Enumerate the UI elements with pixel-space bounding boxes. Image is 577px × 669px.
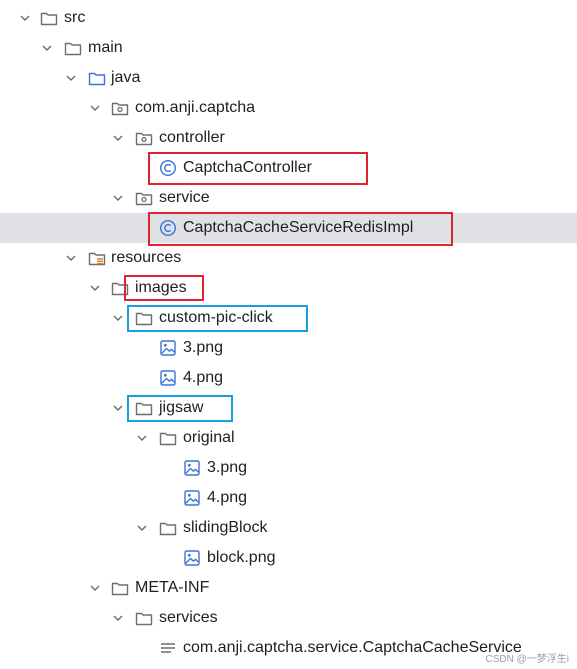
chevron-down-icon[interactable] — [111, 401, 125, 415]
chevron-down-icon[interactable] — [111, 131, 125, 145]
tree-item-label: 4.png — [207, 489, 248, 506]
image-file-icon — [160, 370, 176, 386]
chevron-down-icon[interactable] — [111, 311, 125, 325]
tree-row-src[interactable]: src — [0, 3, 577, 33]
highlight-box-captcha-controller — [148, 152, 368, 185]
tree-item-label: resources — [111, 249, 182, 266]
folder-icon — [135, 612, 153, 626]
tree-item-label: slidingBlock — [183, 519, 268, 536]
tree-item-label: src — [64, 9, 86, 26]
tree-row-java[interactable]: java — [0, 63, 577, 93]
tree-row-3-png[interactable]: 3.png — [0, 333, 577, 363]
tree-item-label: services — [159, 609, 218, 626]
folder-icon — [111, 282, 129, 296]
folder-icon — [40, 12, 58, 26]
folder-icon — [64, 42, 82, 56]
highlight-box-jigsaw — [127, 395, 233, 422]
tree-row-captcha-cache-service-file[interactable]: com.anji.captcha.service.CaptchaCacheSer… — [0, 633, 577, 663]
tree-item-label: com.anji.captcha.service.CaptchaCacheSer… — [183, 639, 522, 656]
chevron-down-icon[interactable] — [88, 281, 102, 295]
tree-item-label: service — [159, 189, 210, 206]
folder-icon — [111, 582, 129, 596]
chevron-down-icon[interactable] — [88, 101, 102, 115]
highlight-box-images — [124, 275, 204, 301]
tree-row-3-png[interactable]: 3.png — [0, 453, 577, 483]
chevron-down-icon[interactable] — [40, 41, 54, 55]
tree-row-service[interactable]: service — [0, 183, 577, 213]
folder-icon — [135, 402, 153, 416]
tree-item-label: main — [88, 39, 123, 56]
highlight-box-redis-impl — [148, 212, 453, 246]
tree-row-block-png[interactable]: block.png — [0, 543, 577, 573]
tree-row-4-png[interactable]: 4.png — [0, 363, 577, 393]
class-icon — [159, 159, 177, 177]
folder-icon — [135, 312, 153, 326]
tree-row-controller[interactable]: controller — [0, 123, 577, 153]
chevron-down-icon[interactable] — [18, 11, 32, 25]
source-folder-icon — [88, 72, 106, 86]
image-file-icon — [184, 490, 200, 506]
watermark: CSDN @一梦浮生i — [485, 654, 570, 665]
text-file-icon — [161, 643, 175, 653]
tree-row-captcha-controller[interactable]: CaptchaController — [0, 153, 577, 183]
tree-item-label: custom-pic-click — [159, 309, 273, 326]
tree-item-label: jigsaw — [159, 399, 204, 416]
tree-item-label: original — [183, 429, 235, 446]
tree-item-label: 3.png — [183, 339, 224, 356]
tree-item-label: CaptchaCacheServiceRedisImpl — [183, 219, 414, 236]
tree-item-label: block.png — [207, 549, 276, 566]
chevron-down-icon[interactable] — [111, 191, 125, 205]
image-file-icon — [160, 340, 176, 356]
image-file-icon — [184, 460, 200, 476]
highlight-box-custom-pic-click — [127, 305, 308, 332]
tree-item-label: CaptchaController — [183, 159, 312, 176]
tree-row-resources[interactable]: resources — [0, 243, 577, 273]
tree-row-sliding-block[interactable]: slidingBlock — [0, 513, 577, 543]
tree-row-4-png[interactable]: 4.png — [0, 483, 577, 513]
package-icon — [135, 192, 153, 206]
tree-row-original[interactable]: original — [0, 423, 577, 453]
chevron-down-icon[interactable] — [111, 611, 125, 625]
tree-item-label: images — [135, 279, 187, 296]
tree-item-label: controller — [159, 129, 225, 146]
tree-row-meta-inf[interactable]: META-INF — [0, 573, 577, 603]
tree-item-label: java — [111, 69, 141, 86]
package-icon — [135, 132, 153, 146]
image-file-icon — [184, 550, 200, 566]
chevron-down-icon[interactable] — [64, 251, 78, 265]
tree-item-label: 4.png — [183, 369, 224, 386]
folder-icon — [159, 522, 177, 536]
tree-item-label: com.anji.captcha — [135, 99, 256, 116]
tree-item-label: META-INF — [135, 579, 210, 596]
tree-row-custom-pic-click[interactable]: custom-pic-click — [0, 303, 577, 333]
tree-row-images[interactable]: images — [0, 273, 577, 303]
chevron-down-icon[interactable] — [88, 581, 102, 595]
tree-item-label: 3.png — [207, 459, 248, 476]
tree-row-services[interactable]: services — [0, 603, 577, 633]
package-icon — [111, 102, 129, 116]
tree-row-com-anji-captcha[interactable]: com.anji.captcha — [0, 93, 577, 123]
chevron-down-icon[interactable] — [64, 71, 78, 85]
tree-row-jigsaw[interactable]: jigsaw — [0, 393, 577, 423]
chevron-down-icon[interactable] — [135, 521, 149, 535]
class-icon — [159, 219, 177, 237]
resources-folder-icon — [88, 252, 106, 266]
folder-icon — [159, 432, 177, 446]
tree-row-captcha-cache-service-redis-impl[interactable]: CaptchaCacheServiceRedisImpl — [0, 213, 577, 243]
tree-row-main[interactable]: main — [0, 33, 577, 63]
chevron-down-icon[interactable] — [135, 431, 149, 445]
